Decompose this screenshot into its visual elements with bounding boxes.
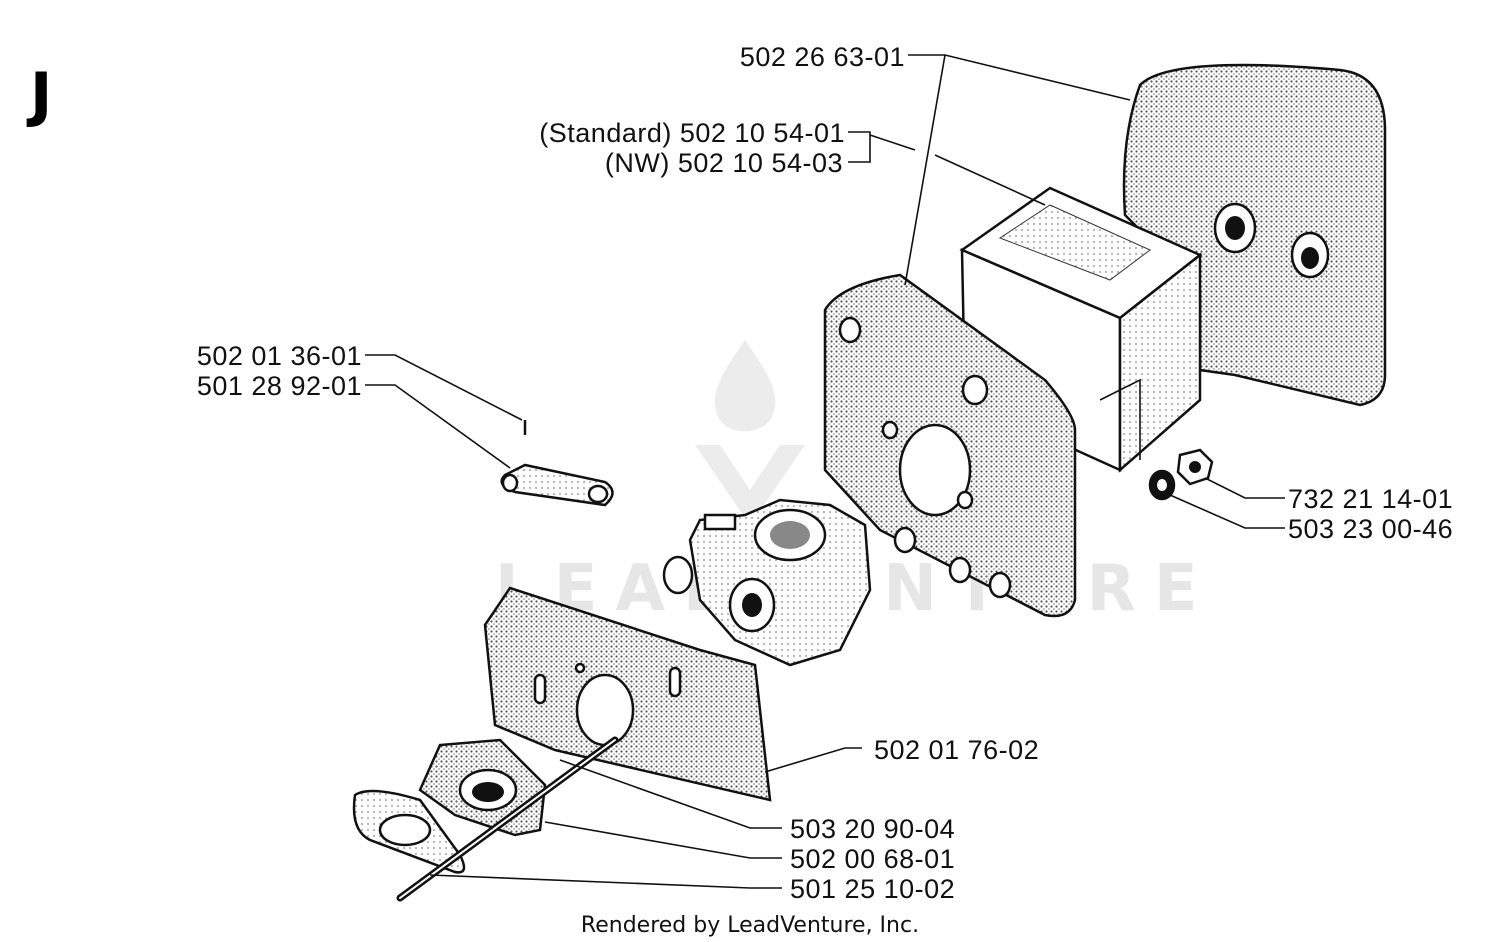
label-heat-shield: 502 01 76-02 xyxy=(874,735,1039,765)
label-air-filter-cover: 502 26 63-01 xyxy=(740,42,905,72)
label-part-502-01-36-01: 502 01 36-01 xyxy=(197,341,362,371)
v-logo-icon xyxy=(695,445,805,525)
label-part-503-20-90-04: 503 20 90-04 xyxy=(790,814,955,844)
air-filter-element xyxy=(959,186,1203,473)
carburetor xyxy=(662,498,872,667)
heat-shield xyxy=(483,586,772,802)
footer-credit: Rendered by LeadVenture, Inc. xyxy=(581,913,919,938)
label-nut: 732 21 14-01 xyxy=(1288,484,1453,514)
choke-part xyxy=(500,420,614,507)
label-part-501-28-92-01: 501 28 92-01 xyxy=(197,371,362,401)
intake-adapter xyxy=(418,738,547,837)
label-part-502-00-68-01: 502 00 68-01 xyxy=(790,844,955,874)
label-part-501-25-10-02: 501 25 10-02 xyxy=(790,874,955,904)
washer xyxy=(1148,469,1176,501)
air-filter-cover-rear xyxy=(1122,63,1387,407)
section-letter: J xyxy=(26,60,52,130)
leader-lines xyxy=(365,54,1285,889)
nut xyxy=(1176,448,1214,486)
gasket xyxy=(352,789,466,874)
label-washer: 503 23 00-46 xyxy=(1288,514,1453,544)
label-filter-standard: (Standard) 502 10 54-01 xyxy=(539,118,845,148)
label-filter-nw: (NW) 502 10 54-03 xyxy=(605,148,843,178)
flame-icon xyxy=(714,340,776,432)
air-filter-base-plate xyxy=(823,273,1077,618)
